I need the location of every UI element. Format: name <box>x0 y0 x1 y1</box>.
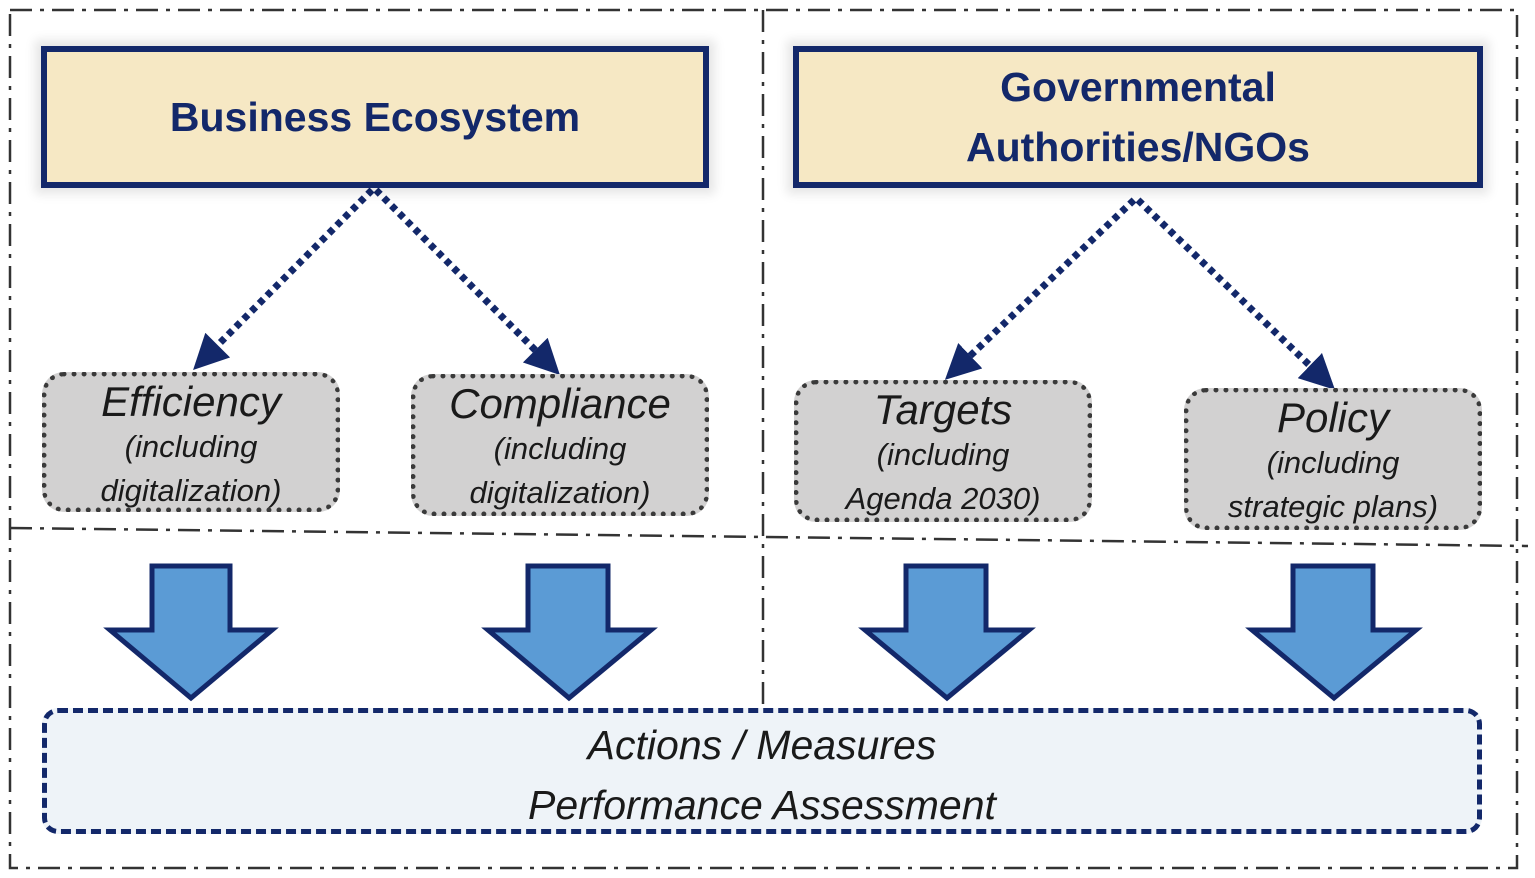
horizontal-separator <box>9 526 1529 548</box>
category-subtitle-efficiency: (including digitalization) <box>100 429 282 508</box>
header-box-business: Business Ecosystem <box>41 46 709 188</box>
category-box-efficiency: Efficiency (including digitalization) <box>42 372 340 512</box>
header-label-governmental: Governmental Authorities/NGOs <box>966 64 1310 170</box>
connector-business-compliance <box>373 187 560 375</box>
category-title-targets: Targets <box>873 386 1013 433</box>
category-box-policy: Policy (including strategic plans) <box>1184 388 1482 530</box>
outcome-line-performance: Performance Assessment <box>528 782 996 828</box>
outcome-line-actions: Actions / Measures <box>587 722 937 768</box>
outcome-box: Actions / Measures Performance Assessmen… <box>42 708 1482 834</box>
header-box-governmental: Governmental Authorities/NGOs <box>793 46 1483 188</box>
connector-gov-policy <box>1135 197 1336 390</box>
category-box-compliance: Compliance (including digitalization) <box>411 374 709 516</box>
category-box-targets: Targets (including Agenda 2030) <box>794 380 1092 522</box>
category-subtitle-compliance: (including digitalization) <box>469 431 651 510</box>
category-title-compliance: Compliance <box>449 380 671 427</box>
header-label-business: Business Ecosystem <box>169 94 581 140</box>
category-title-policy: Policy <box>1276 394 1390 441</box>
down-arrow-targets <box>858 563 1036 702</box>
outer-frame <box>8 8 1519 870</box>
connector-gov-targets <box>944 197 1137 380</box>
category-title-efficiency: Efficiency <box>101 378 281 425</box>
category-subtitle-targets: (including Agenda 2030) <box>845 437 1041 516</box>
connector-business-efficiency <box>193 187 375 370</box>
down-arrow-policy <box>1245 563 1423 702</box>
down-arrow-efficiency <box>103 563 279 702</box>
category-subtitle-policy: (including strategic plans) <box>1227 445 1439 524</box>
down-arrow-compliance <box>481 563 658 702</box>
